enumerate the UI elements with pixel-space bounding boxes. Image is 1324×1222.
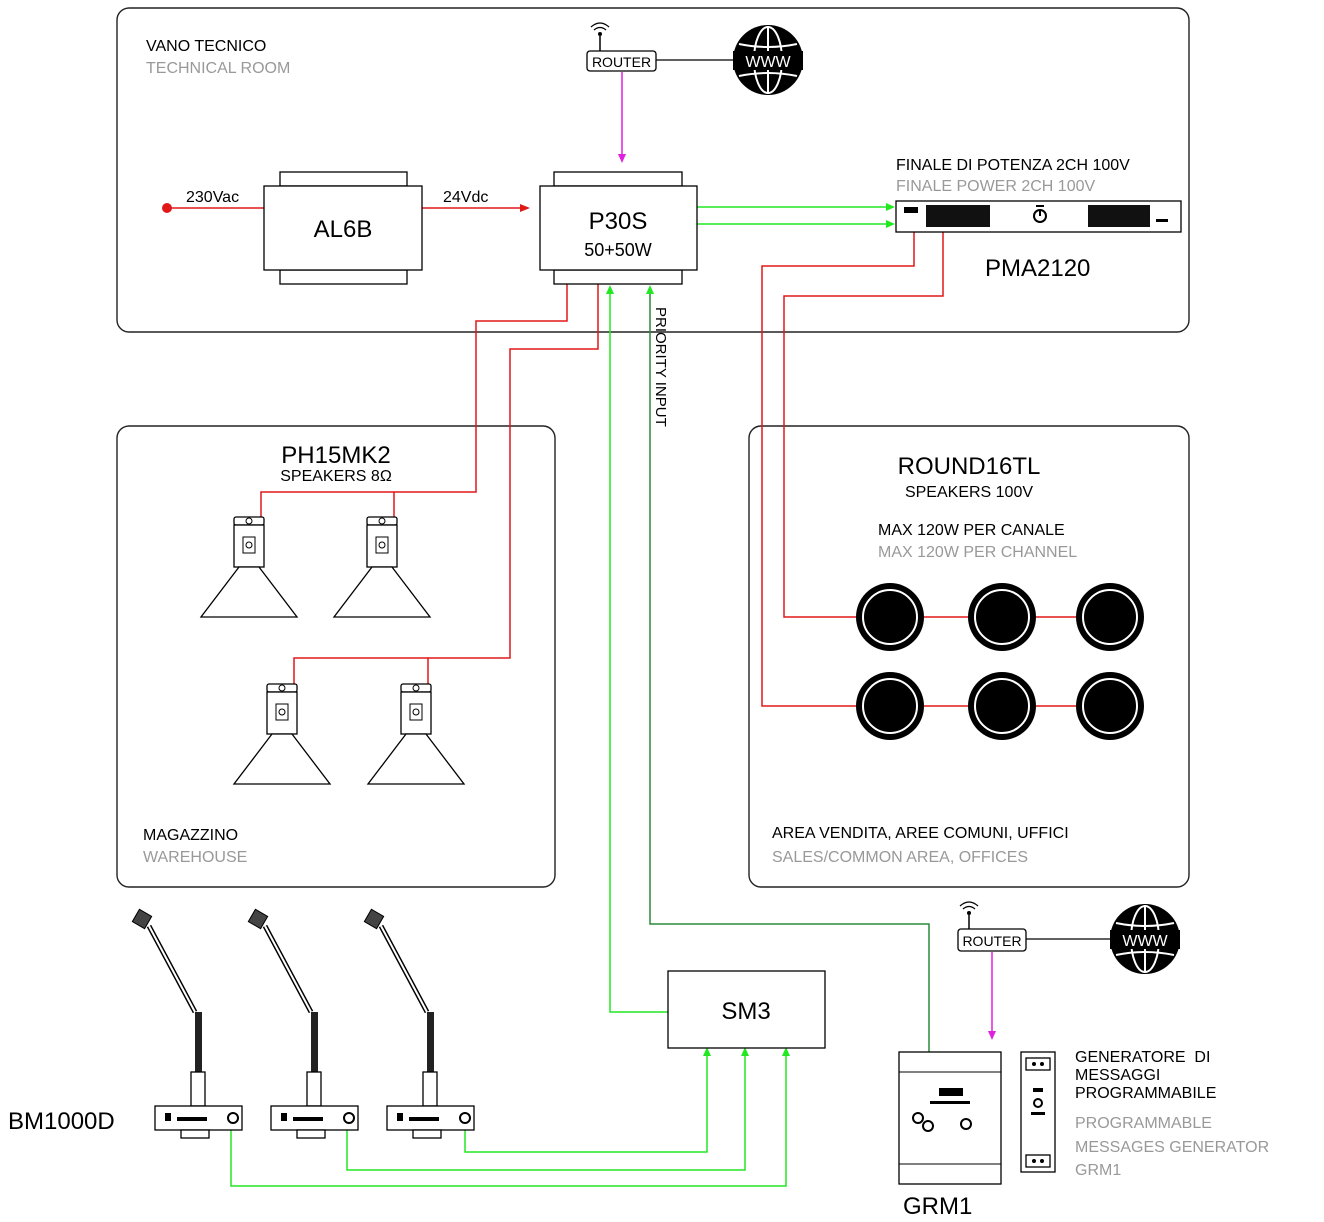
bm1000d-mic — [363, 908, 475, 1139]
router-top-body — [586, 50, 657, 72]
technical-room-title: VANO TECNICO — [146, 38, 266, 55]
grm1-desc-en-3: GRM1 — [1075, 1162, 1121, 1179]
sm3-to-p30s-wire — [609, 290, 668, 1013]
bm1000d-label: BM1000D — [8, 1108, 115, 1135]
amp-title: FINALE DI POTENZA 2CH 100V — [896, 157, 1130, 174]
grm1-label: GRM1 — [903, 1193, 972, 1220]
ph15-line-a-link — [260, 491, 394, 517]
grm1-desc-it-2: MESSAGGI — [1075, 1067, 1160, 1084]
round16-model: ROUND16TL — [898, 453, 1041, 480]
grm1-desc-en-2: MESSAGES GENERATOR — [1075, 1139, 1269, 1156]
wifi-icon — [590, 22, 610, 31]
warehouse-room-title: MAGAZZINO — [143, 827, 238, 844]
wifi-icon — [959, 901, 979, 910]
sales-room-box — [748, 425, 1190, 888]
ph15-line-b — [427, 284, 599, 684]
sales-room-title: AREA VENDITA, AREE COMUNI, UFFICI — [772, 825, 1069, 842]
router-top-label: ROUTER — [592, 54, 651, 70]
al6b-label: AL6B — [314, 216, 373, 243]
amp-model: PMA2120 — [985, 255, 1090, 282]
router-bottom: ROUTER — [957, 901, 1027, 952]
priority-input-label: PRIORITY INPUT — [652, 307, 669, 427]
www-top: WWW — [733, 25, 803, 95]
ph15-model: PH15MK2 — [281, 442, 390, 469]
bm1000d-units — [131, 908, 475, 1139]
p30s-label: P30S — [589, 208, 648, 235]
horn-speaker — [232, 683, 332, 785]
sales-room-subtitle: SALES/COMMON AREA, OFFICES — [772, 849, 1028, 866]
grm1-device — [898, 1051, 1002, 1185]
round-speaker — [1076, 583, 1144, 651]
router-bottom-label: ROUTER — [962, 933, 1021, 949]
round16-max-en: MAX 120W PER CHANNEL — [878, 544, 1077, 561]
round-speaker — [856, 583, 924, 651]
grm1-desc-it-3: PROGRAMMABILE — [1075, 1085, 1216, 1102]
bm1000d-mic — [247, 908, 359, 1139]
technical-room-subtitle: TECHNICAL ROOM — [146, 60, 290, 77]
horn-speaker — [366, 683, 466, 785]
bm1000d-mic — [131, 908, 243, 1139]
sm3-label: SM3 — [721, 998, 770, 1025]
mains-label: 230Vac — [186, 189, 239, 206]
grm1-priority-wire — [649, 290, 930, 1052]
p30s-power: 50+50W — [584, 240, 652, 260]
ph15-line-b-link — [293, 657, 428, 684]
ph15-desc: SPEAKERS 8Ω — [280, 468, 392, 485]
grm1-desc-it-1: GENERATORE DI — [1075, 1049, 1210, 1066]
dc-label: 24Vdc — [443, 189, 488, 206]
round-speaker — [856, 672, 924, 740]
round16-desc: SPEAKERS 100V — [905, 484, 1033, 501]
www-bottom: WWW — [1110, 904, 1180, 974]
www-top-label: WWW — [745, 54, 791, 71]
round-speakers — [856, 583, 1144, 740]
technical-room-box — [116, 7, 1190, 333]
sm3-device: SM3 — [667, 970, 826, 1049]
warehouse-room-box — [116, 425, 556, 888]
bm-wire-1 — [230, 1052, 787, 1187]
p30s-device: P30S 50+50W — [539, 171, 698, 285]
amp-subtitle: FINALE POWER 2CH 100V — [896, 178, 1096, 195]
pma2120-device — [895, 200, 1182, 233]
bm-wire-3 — [464, 1052, 708, 1153]
horn-speaker — [332, 516, 432, 618]
router-top: ROUTER — [586, 22, 657, 72]
round-speaker — [968, 583, 1036, 651]
dc-wire-arrow — [520, 204, 530, 212]
al6b-device: AL6B — [263, 171, 423, 285]
grm1-din-module — [1020, 1051, 1056, 1173]
horn-speakers — [199, 516, 466, 785]
grm1-desc-en-1: PROGRAMMABLE — [1075, 1115, 1212, 1132]
round-speaker — [968, 672, 1036, 740]
round-speaker — [1076, 672, 1144, 740]
round16-max-it: MAX 120W PER CANALE — [878, 522, 1065, 539]
warehouse-room-subtitle: WAREHOUSE — [143, 849, 247, 866]
router-bottom-body — [957, 928, 1027, 952]
horn-speaker — [199, 516, 299, 618]
www-bottom-label: WWW — [1122, 933, 1168, 950]
ph15-line-a — [393, 284, 568, 517]
bm-wire-2 — [346, 1052, 746, 1171]
